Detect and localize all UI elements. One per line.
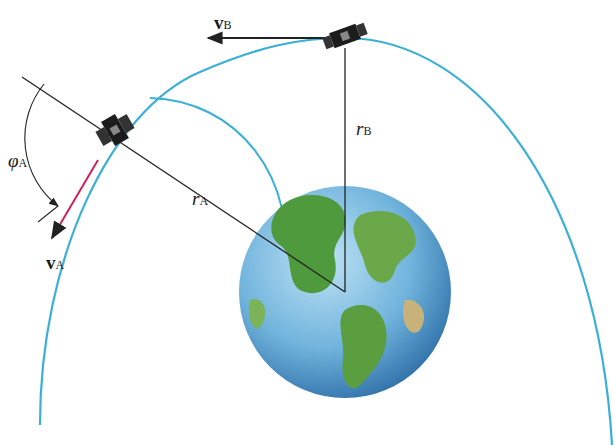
satellite bbox=[322, 21, 369, 51]
radius-label: rA bbox=[190, 188, 210, 209]
velocity-vector bbox=[52, 160, 98, 238]
radius-line bbox=[22, 77, 345, 292]
satellite bbox=[92, 109, 137, 151]
radius-line bbox=[344, 48, 345, 292]
angle-arc bbox=[25, 84, 58, 206]
orbit-path bbox=[40, 38, 612, 445]
velocity-label: vA bbox=[44, 252, 66, 273]
angle-label: φA bbox=[6, 150, 29, 171]
angle-arc bbox=[38, 206, 58, 222]
radius-label: rB bbox=[354, 118, 373, 139]
angle-arc bbox=[25, 84, 58, 206]
velocity-vector bbox=[208, 37, 328, 39]
velocity-label: vB bbox=[212, 12, 234, 33]
